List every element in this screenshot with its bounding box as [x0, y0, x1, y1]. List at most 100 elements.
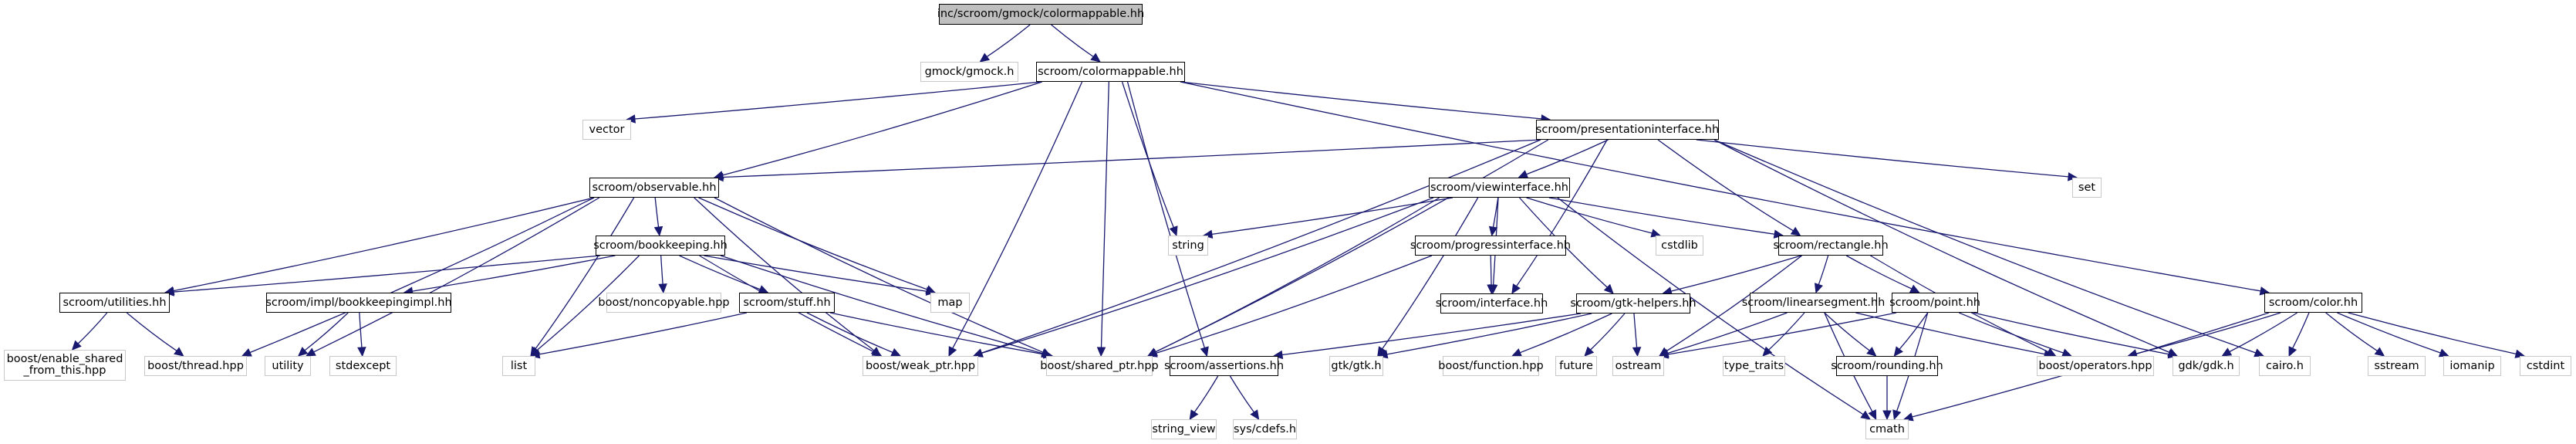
arrowhead-gtkhelpers-to-function	[1511, 348, 1523, 357]
node-scroom-rectangle-hh[interactable]: scroom/rectangle.hh	[1773, 236, 1889, 256]
edge-presentationinterface-to-viewinterface	[1526, 139, 1609, 175]
edge-presentationinterface-to-interface	[1516, 139, 1608, 287]
edge-rectangle-to-gtkhelpers	[1670, 255, 1801, 292]
node-scroom-viewinterface-hh[interactable]: scroom/viewinterface.hh	[1429, 178, 1570, 198]
node-scroom-stuff-hh[interactable]: scroom/stuff.hh	[739, 293, 835, 313]
node-boost-shared-ptr-hpp: boost/shared_ptr.hpp	[1040, 356, 1159, 376]
node-scroom-utilities-hh[interactable]: scroom/utilities.hh	[59, 293, 170, 313]
arrowhead-colormappable-to-string	[1169, 225, 1178, 237]
arrowhead-gtkhelpers-to-future	[1584, 346, 1595, 357]
arrowhead-rectangle-to-linearsegment	[1814, 283, 1823, 294]
arrowhead-presentationinterface-to-interface	[1511, 283, 1521, 295]
node-scroom-colormappable-hh[interactable]: scroom/colormappable.hh	[1036, 62, 1185, 82]
arrowhead-root-to-gmock	[979, 53, 991, 63]
edge-presentationinterface-to-weak_ptr	[981, 139, 1541, 354]
edge-colormappable-to-string	[1121, 81, 1174, 228]
node-scroom-presentationinterface-hh[interactable]: scroom/presentationinterface.hh	[1536, 120, 1719, 140]
edge-utilities-to-enable_shared	[77, 312, 108, 344]
node-scroom-color-hh[interactable]: scroom/color.hh	[2264, 293, 2362, 313]
edge-linearsegment-to-ostream	[1667, 312, 1788, 354]
edge-bookkeeping-to-map	[704, 255, 927, 292]
node-scroom-observable-hh[interactable]: scroom/observable.hh	[589, 178, 719, 198]
arrowhead-bookkeeping-to-noncopyable	[658, 283, 667, 294]
edge-presentationinterface-to-gdk	[1713, 139, 2170, 353]
node-string-view: string_view	[1151, 419, 1217, 439]
arrowhead-stuff-to-weak_ptr	[890, 347, 902, 357]
node-root: inc/scroom/gmock/colormappable.hh	[937, 4, 1144, 25]
edge-linearsegment-to-type_traits	[1768, 312, 1805, 351]
arrowhead-colormappable-to-shared_ptr	[1096, 347, 1106, 358]
edge-viewinterface-to-cmath	[1557, 197, 1864, 415]
arrowhead-bookkeeping-to-weak_ptr	[871, 347, 883, 357]
edge-gtkhelpers-to-gtk	[1386, 313, 1592, 355]
edge-rectangle-to-ostream	[1666, 255, 1802, 352]
edge-observable-to-utilities	[173, 197, 595, 292]
arrowhead-linearsegment-to-type_traits	[1762, 346, 1773, 357]
edge-viewinterface-to-weak_ptr	[981, 197, 1434, 354]
arrowhead-assertions-to-string_view	[1189, 409, 1199, 421]
arrowhead-progressinterface-to-shared_ptr	[1146, 348, 1158, 358]
node-gmock-gmock-h: gmock/gmock.h	[920, 62, 1018, 82]
edge-presentationinterface-to-rectangle	[1657, 139, 1794, 232]
node-scroom-impl-bookkeepingimpl-hh[interactable]: scroom/impl/bookkeepingimpl.hh	[265, 293, 452, 313]
edge-bookkeepingimpl-to-utility	[304, 312, 349, 351]
edge-bookkeeping-to-list	[536, 255, 640, 351]
arrowhead-rectangle-to-point	[1909, 284, 1920, 293]
edge-bookkeeping-to-utilities	[173, 255, 601, 293]
edge-viewinterface-to-gtk	[1382, 197, 1479, 350]
node-vector: vector	[582, 120, 631, 140]
node-scroom-gtk-helpers-hh[interactable]: scroom/gtk-helpers.hh	[1570, 293, 1697, 314]
node-stdexcept: stdexcept	[329, 356, 397, 376]
node-scroom-bookkeeping-hh[interactable]: scroom/bookkeeping.hh	[593, 236, 728, 256]
edge-color-to-gdk	[2229, 312, 2297, 353]
arrowhead-bookkeepingimpl-to-utility	[297, 347, 309, 357]
edge-colormappable-to-vector	[634, 81, 1042, 120]
edge-linearsegment-to-rounding	[1824, 312, 1870, 351]
edge-bookkeeping-to-noncopyable	[660, 255, 663, 285]
edge-color-to-sstream	[2325, 312, 2378, 351]
arrowhead-utilities-to-thread	[174, 347, 184, 357]
arrowhead-presentationinterface-to-viewinterface	[1518, 170, 1529, 178]
edge-stuff-to-shared_ptr	[829, 312, 1045, 355]
arrowhead-progressinterface-to-interface	[1487, 284, 1496, 295]
node-sys-cdefs-h: sys/cdefs.h	[1233, 419, 1297, 439]
edge-observable-to-map	[698, 197, 928, 290]
edge-point-to-ostream	[1667, 312, 1897, 355]
node-scroom-assertions-hh[interactable]: scroom/assertions.hh	[1164, 356, 1284, 376]
edge-gtkhelpers-to-assertions	[1281, 313, 1582, 356]
edge-observable-to-shared_ptr	[714, 197, 1044, 353]
edge-gtkhelpers-to-function	[1520, 313, 1612, 354]
node-scroom-rounding-hh[interactable]: scroom/rounding.hh	[1831, 356, 1943, 376]
arrowhead-bookkeeping-to-stuff	[758, 285, 769, 293]
node-scroom-point-hh[interactable]: scroom/point.hh	[1889, 293, 1980, 313]
edge-utilities-to-thread	[126, 312, 177, 351]
node-scroom-linearsegment-hh[interactable]: scroom/linearsegment.hh	[1742, 293, 1885, 313]
edge-viewinterface-to-rectangle	[1548, 197, 1775, 235]
node-cmath: cmath	[1865, 419, 1909, 439]
edge-observable-to-bookkeeping	[654, 197, 660, 228]
edge-gtkhelpers-to-ostream	[1633, 313, 1638, 348]
arrowhead-observable-to-bookkeeping	[653, 225, 663, 237]
arrowhead-gtkhelpers-to-ostream	[1632, 347, 1642, 358]
arrowhead-colormappable-to-weak_ptr	[948, 346, 957, 358]
arrowhead-presentationinterface-to-cairo	[2254, 348, 2265, 358]
arrowhead-linearsegment-to-cmath	[1868, 409, 1877, 421]
node-scroom-interface-hh[interactable]: scroom/interface.hh	[1436, 293, 1548, 314]
node-scroom-progressinterface-hh[interactable]: scroom/progressinterface.hh	[1410, 236, 1571, 256]
arrowhead-colormappable-to-assertions	[1200, 346, 1209, 358]
edge-colormappable-to-weak_ptr	[952, 81, 1083, 349]
arrowhead-observable-to-thread	[241, 348, 252, 357]
edge-observable-to-thread	[249, 197, 595, 354]
edge-color-to-cairo	[2292, 312, 2310, 349]
edge-bookkeeping-to-shared_ptr	[720, 255, 1043, 354]
edge-colormappable-to-assertions	[1126, 81, 1206, 348]
node-boost-enable-shared-from-this-hpp: boost/enable_shared _from_this.hpp	[4, 350, 126, 381]
node-string: string	[1168, 236, 1208, 256]
arrowhead-observable-to-utility	[305, 347, 316, 357]
arrowhead-linearsegment-to-rounding	[1866, 347, 1877, 357]
edge-stuff-to-weak_ptr	[806, 312, 893, 353]
edge-gtkhelpers-to-future	[1590, 313, 1626, 351]
edge-colormappable-to-presentationinterface	[1180, 81, 1542, 120]
edge-linearsegment-to-operators	[1855, 312, 2045, 355]
